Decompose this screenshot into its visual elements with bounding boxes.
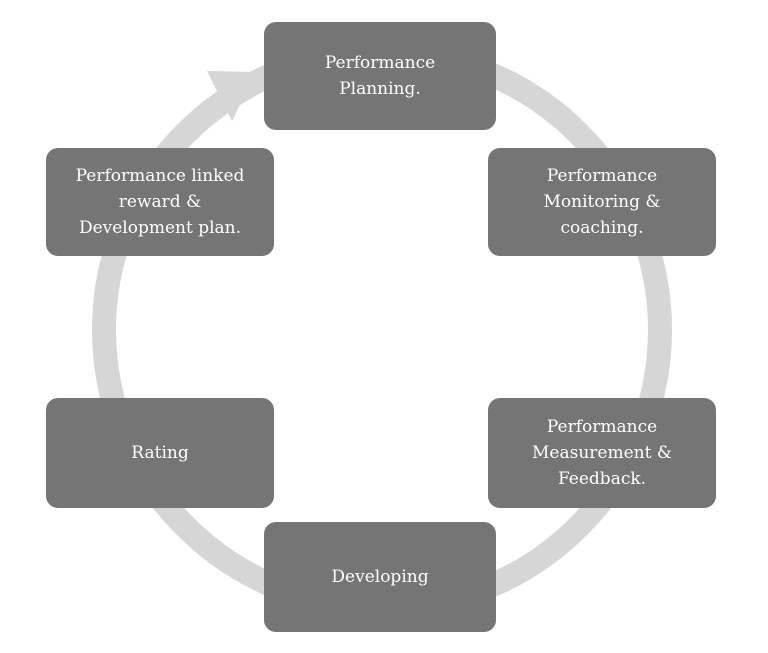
node-performance-measurement: Performance Measurement & Feedback.: [488, 398, 716, 508]
node-developing: Developing: [264, 522, 496, 632]
node-performance-planning: Performance Planning.: [264, 22, 496, 130]
node-performance-monitoring: Performance Monitoring & coaching.: [488, 148, 716, 256]
cycle-arrow-head: [207, 71, 256, 121]
node-performance-reward: Performance linked reward & Development …: [46, 148, 274, 256]
node-rating: Rating: [46, 398, 274, 508]
